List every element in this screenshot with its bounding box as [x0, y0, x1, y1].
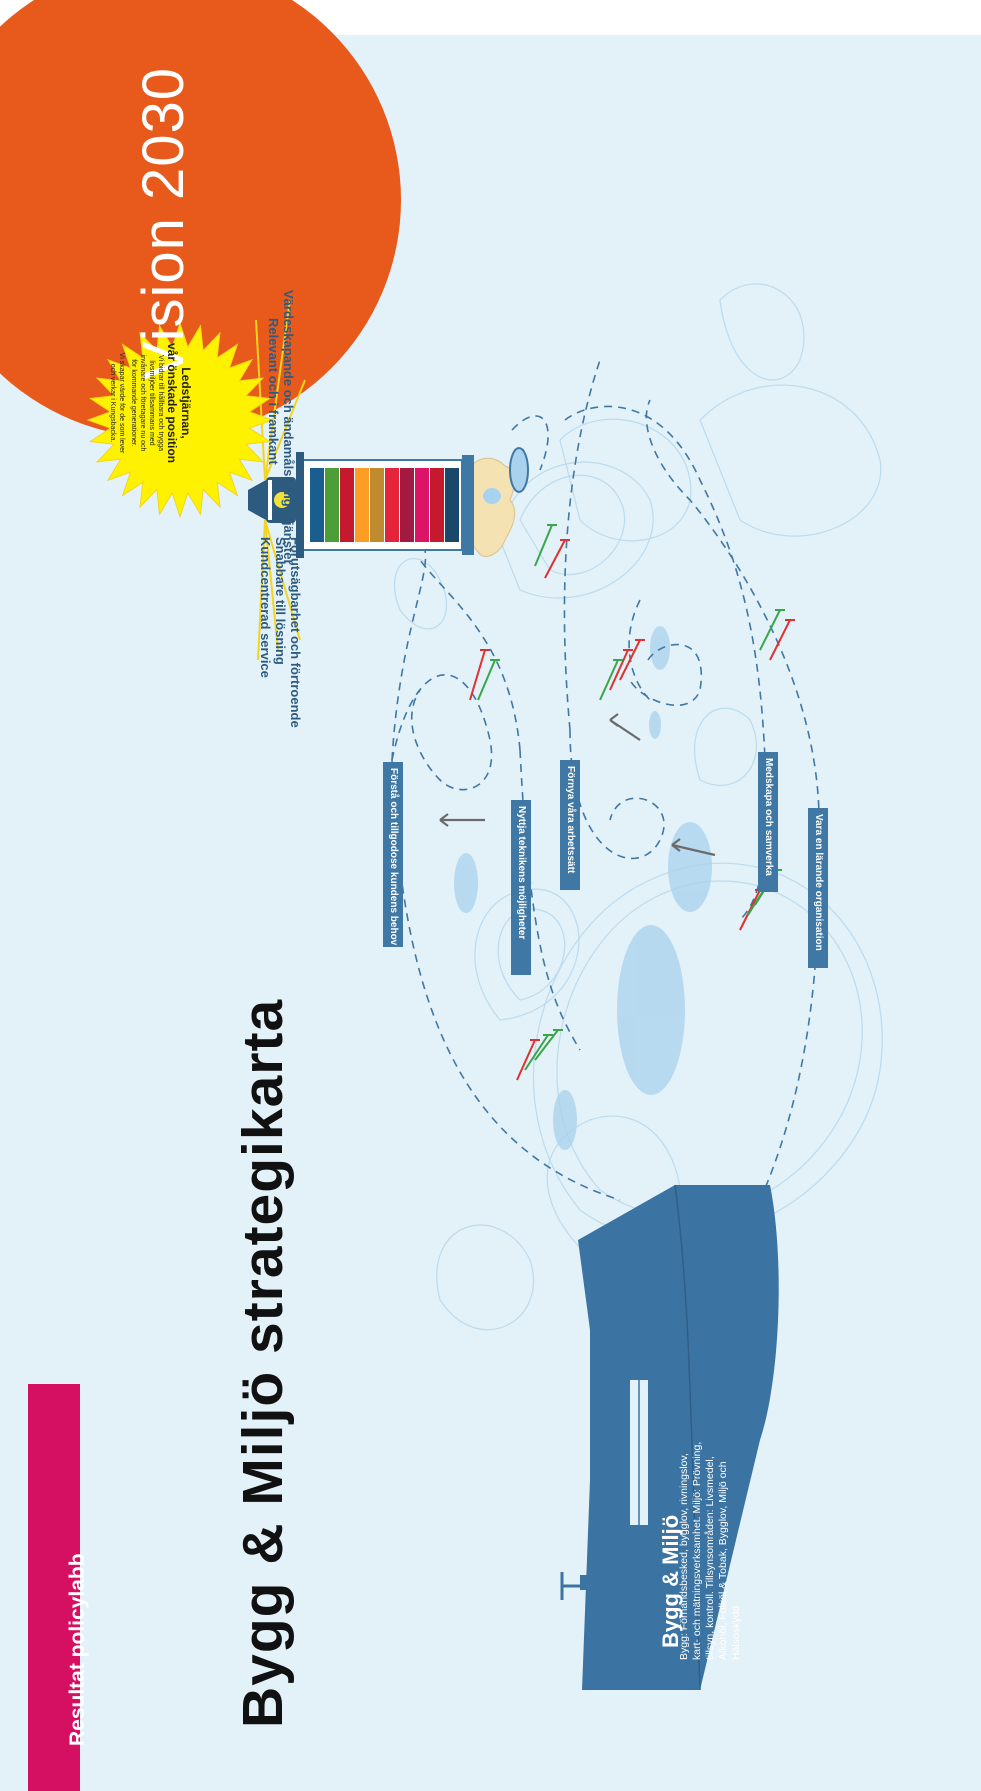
sdg-tile: [445, 468, 459, 542]
guiding-star-line-4: för kommande generationer.: [129, 318, 138, 488]
sdg-tile: [430, 468, 444, 542]
sdg-tile: [355, 468, 369, 542]
sdg-tile: [340, 468, 354, 542]
goal-label-learning-org: Vara en lärande organisation: [808, 808, 828, 968]
goal-label-customer-needs: Förstå och tillgodose kundens behov: [383, 762, 403, 947]
guiding-star-line-5: Vi skapar värde för de som lever: [117, 318, 126, 488]
sdg-tile: [400, 468, 414, 542]
guiding-star-line-6: och verkar i Kungsbacka.: [108, 318, 117, 488]
guiding-star-title-1: Ledstjärnan,: [179, 318, 193, 488]
sdg-tile: [370, 468, 384, 542]
beam-label-value: Värdeskapande och ändamålsenliga tjänste…: [281, 290, 296, 565]
beam-label-trust: Förutsägbarhet och förtroende: [288, 537, 303, 728]
guiding-star-line-1: Vi bidrar till hållbara och trygga: [156, 318, 165, 488]
guiding-star-line-3: invånare och företagare nu och: [138, 318, 147, 488]
goal-label-collaborate: Medskapa och samverka: [758, 752, 778, 892]
guiding-star-text: Ledstjärnan, vår önskade position Vi bid…: [108, 318, 193, 488]
sdg-tile: [415, 468, 429, 542]
ship-description: Bygg: Förhandsbesked, bygglov, rivningsl…: [678, 1440, 743, 1660]
sdg-tile: [385, 468, 399, 542]
beam-label-customer: Kundcentrerad service: [258, 537, 273, 678]
goal-label-technology: Nyttja teknikens möjligheter: [511, 800, 531, 975]
guiding-star-title-2: vår önskade position: [165, 318, 179, 488]
guiding-star-line-2: livsmiljöer tillsammans med: [147, 318, 156, 488]
beam-label-relevant: Relevant och i framkant: [266, 318, 281, 465]
goal-label-work-methods: Förnya våra arbetssätt: [560, 760, 580, 890]
sdg-tile: [310, 468, 324, 542]
page-title: Bygg & Miljö strategikarta: [230, 999, 296, 1728]
sdg-tile: [325, 468, 339, 542]
result-tag-label: Resultat policylabb: [66, 1553, 90, 1746]
